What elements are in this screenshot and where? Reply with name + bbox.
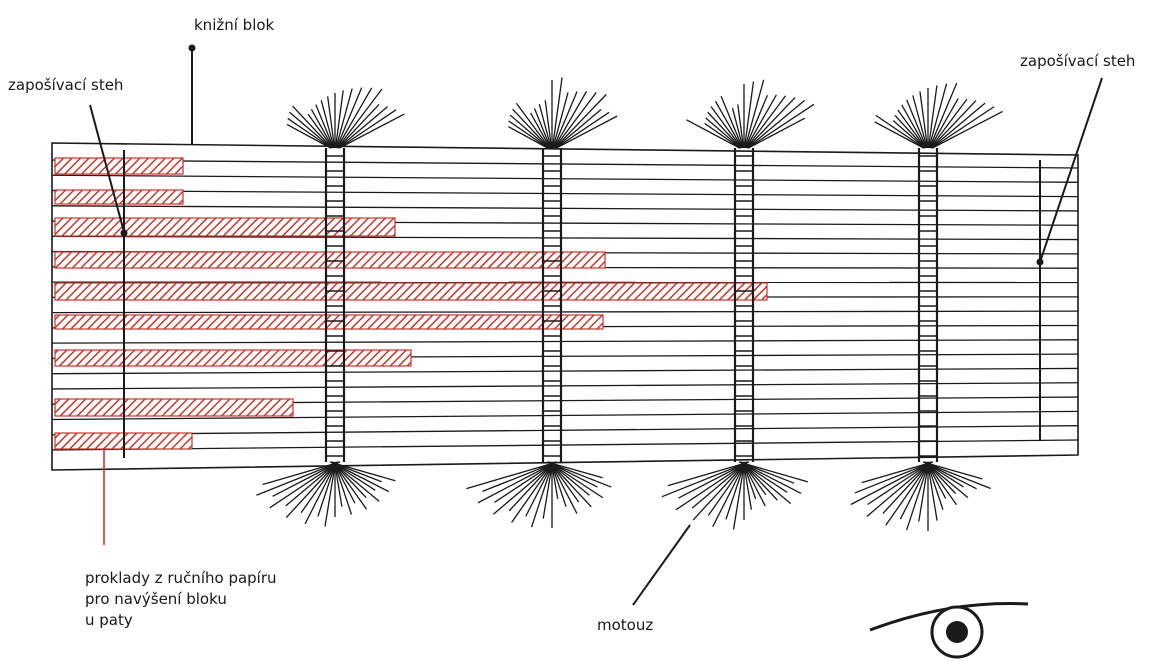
label-guards-line3: u paty [85, 611, 133, 629]
signature-line [52, 311, 1078, 312]
label-kettle-stitch-right: zapošívací steh [1020, 52, 1135, 70]
cord [662, 80, 814, 530]
signature-line [52, 383, 1078, 389]
paper-guards [55, 158, 767, 449]
signature-line [52, 368, 1078, 373]
cord [466, 77, 617, 528]
signature-line [52, 340, 1078, 343]
kettle-stitch-right [1038, 78, 1103, 440]
label-kettle-stitch-left: zapošívací steh [8, 76, 123, 94]
signature-line [52, 191, 1078, 197]
signature-line [52, 160, 1078, 168]
signature-line [52, 426, 1078, 435]
label-book-block: knižní blok [194, 16, 275, 34]
paper-guard [55, 158, 183, 174]
paper-guard [55, 190, 183, 204]
paper-guard [55, 399, 293, 416]
label-cord: motouz [597, 616, 653, 634]
paper-guard [55, 283, 767, 300]
cord-leader [633, 525, 690, 605]
label-guards-line1: proklady z ručního papíru [85, 569, 277, 587]
cord-cross-section-icon [870, 604, 1028, 657]
signature-line [52, 175, 1078, 182]
label-guards-line2: pro navýšení bloku [85, 590, 227, 608]
paper-guard [55, 252, 605, 268]
cord [256, 88, 404, 527]
paper-guard [55, 350, 411, 366]
book-block-leader [190, 46, 195, 146]
paper-guard [55, 315, 603, 329]
signature-line [52, 236, 1078, 239]
cord [851, 83, 1003, 531]
signature-line [52, 206, 1078, 211]
cords [256, 77, 1002, 531]
